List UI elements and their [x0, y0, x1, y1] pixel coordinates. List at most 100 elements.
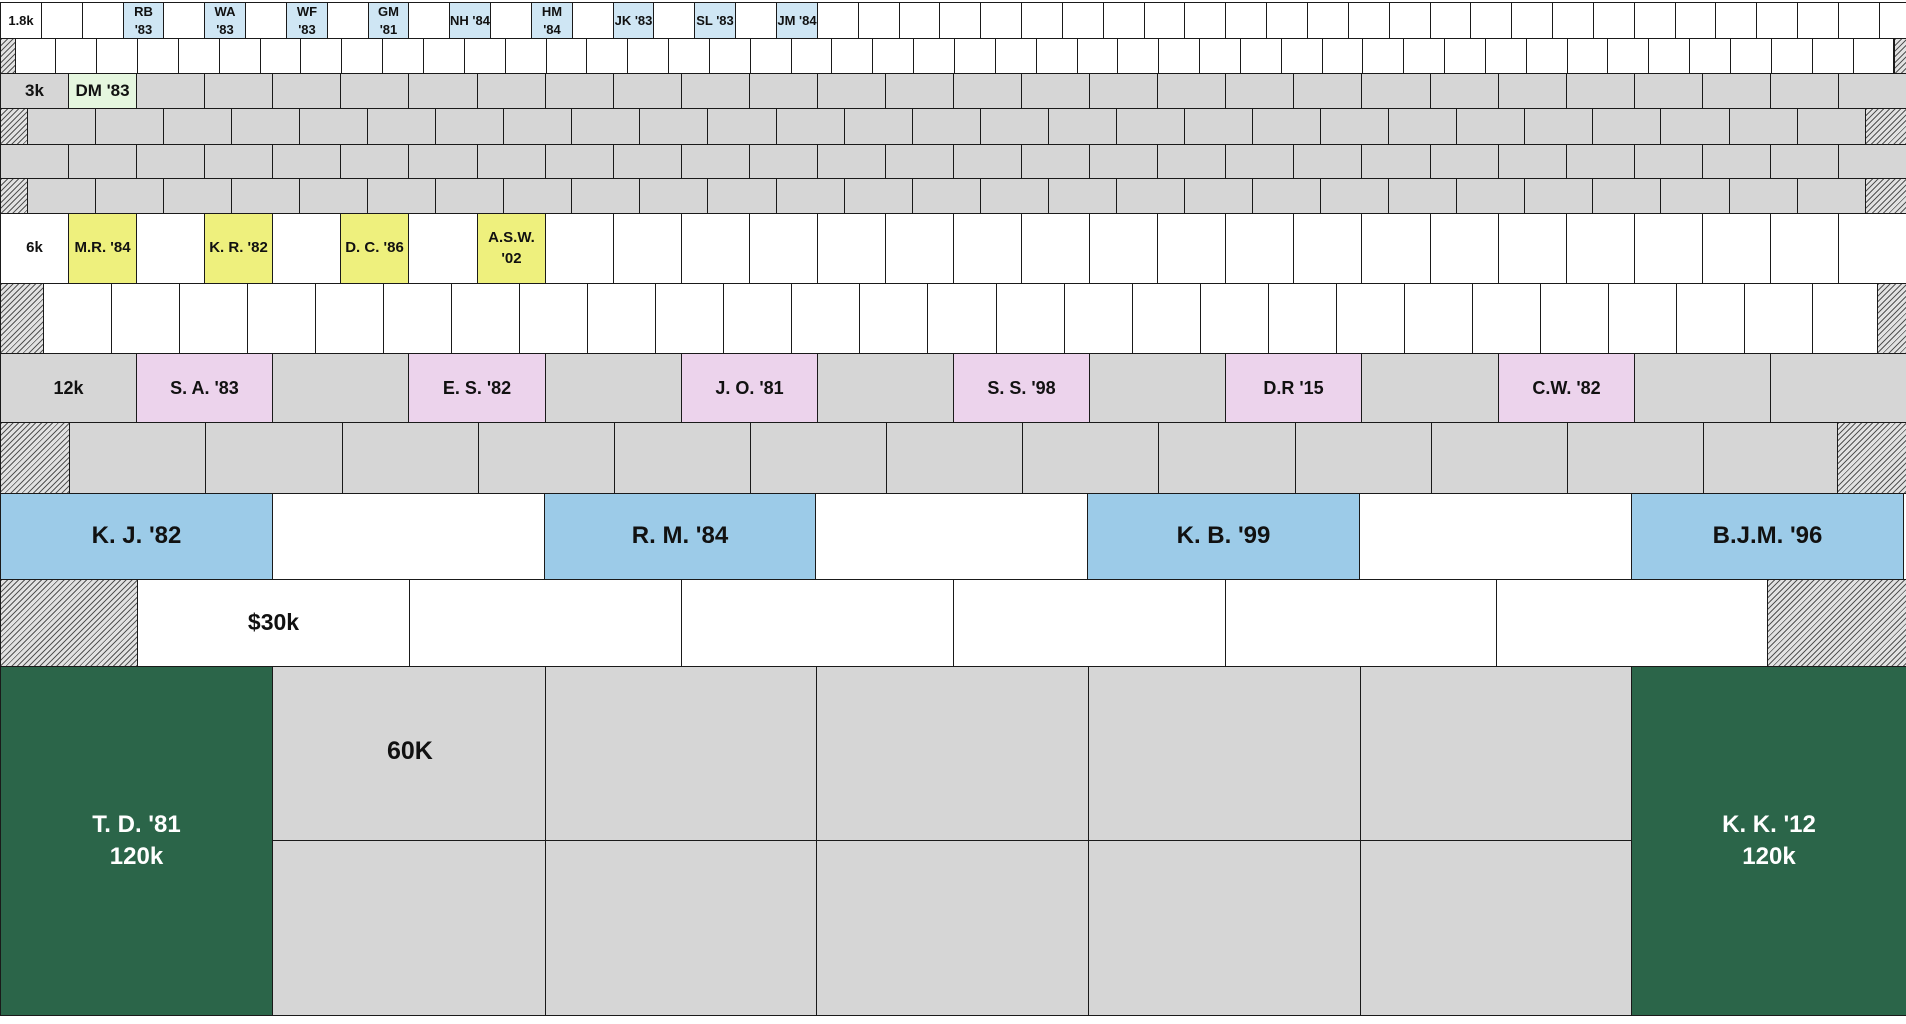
blank-brick — [1158, 38, 1200, 74]
blank-brick — [408, 2, 450, 39]
hatch-brick — [0, 283, 44, 354]
blank-brick — [953, 579, 1226, 667]
blank-brick — [980, 178, 1049, 214]
blank-brick — [1021, 144, 1090, 179]
blank-brick — [1388, 178, 1457, 214]
blank-brick — [327, 2, 369, 39]
blank-brick — [1812, 38, 1854, 74]
blank-brick — [272, 73, 341, 109]
blank-brick — [205, 422, 343, 494]
blank-brick — [776, 108, 845, 145]
blank-brick — [939, 2, 981, 39]
blank-brick — [247, 283, 316, 354]
blank-brick — [111, 283, 180, 354]
blank-brick — [735, 2, 777, 39]
blank-brick — [1240, 38, 1282, 74]
blank-brick — [791, 38, 832, 74]
blank-brick — [1307, 2, 1349, 39]
blank-brick — [776, 178, 845, 214]
blank-brick — [1634, 353, 1771, 423]
blank-brick — [1225, 73, 1294, 109]
blank-brick — [272, 493, 545, 580]
hatch-brick — [1877, 283, 1906, 354]
blank-brick — [1088, 840, 1361, 1016]
blank-brick — [749, 144, 818, 179]
blank-brick — [613, 144, 682, 179]
hatch-brick — [1837, 422, 1906, 494]
blank-brick — [1660, 108, 1730, 145]
blank-brick — [817, 213, 886, 284]
blank-brick — [1158, 422, 1296, 494]
blank-brick — [613, 73, 682, 109]
donor-brick-s-a-83: S. A. '83 — [136, 353, 273, 423]
blank-brick — [681, 144, 750, 179]
donor-brick-jk-83: JK '83 — [613, 2, 654, 39]
blank-brick — [1729, 108, 1798, 145]
blank-brick — [137, 38, 179, 74]
blank-brick — [435, 108, 504, 145]
donor-brick-j-o-81: J. O. '81 — [681, 353, 818, 423]
donor-brick-k-j-82: K. J. '82 — [0, 493, 273, 580]
blank-brick — [1021, 73, 1090, 109]
blank-brick — [477, 73, 546, 109]
blank-brick — [219, 38, 261, 74]
donor-brick-dm-83: DM '83 — [68, 73, 137, 109]
blank-brick — [272, 213, 341, 284]
blank-brick — [1225, 144, 1294, 179]
blank-brick — [545, 73, 614, 109]
blank-brick — [1567, 38, 1608, 74]
blank-brick — [912, 108, 981, 145]
blank-brick — [953, 213, 1022, 284]
blank-brick — [408, 144, 478, 179]
donor-brick-6k: 6k — [0, 213, 69, 284]
blank-brick — [707, 178, 777, 214]
blank-brick — [1361, 73, 1431, 109]
blank-brick — [1485, 38, 1527, 74]
blank-brick — [1608, 283, 1677, 354]
blank-brick — [1021, 2, 1063, 39]
blank-brick — [1322, 38, 1363, 74]
blank-brick — [844, 108, 913, 145]
donor-brick-hm-84: HM '84 — [531, 2, 573, 39]
blank-brick — [1103, 2, 1145, 39]
blank-brick — [614, 422, 751, 494]
blank-brick — [1388, 108, 1457, 145]
blank-brick — [653, 2, 695, 39]
blank-brick — [545, 353, 682, 423]
blank-brick — [587, 283, 656, 354]
blank-brick — [859, 283, 928, 354]
blank-brick — [1430, 73, 1499, 109]
blank-brick — [1540, 283, 1609, 354]
blank-brick — [1064, 283, 1133, 354]
blank-brick — [1361, 213, 1431, 284]
blank-brick — [1199, 38, 1241, 74]
donor-brick-td-81: T. D. '81 120k — [0, 666, 273, 1016]
blank-brick — [627, 38, 669, 74]
blank-brick — [1702, 213, 1771, 284]
blank-brick — [409, 579, 682, 667]
blank-brick — [1853, 38, 1894, 74]
blank-brick — [1566, 213, 1635, 284]
donor-brick-s-s-98: S. S. '98 — [953, 353, 1090, 423]
blank-brick — [817, 144, 886, 179]
donor-brick-d-c-86: D. C. '86 — [340, 213, 409, 284]
blank-brick — [1770, 213, 1839, 284]
hatch-brick — [1894, 38, 1906, 74]
blank-brick — [1703, 422, 1838, 494]
blank-brick — [749, 73, 818, 109]
donor-brick-1-8k: 1.8k — [0, 2, 42, 39]
blank-brick — [136, 213, 205, 284]
blank-brick — [1456, 178, 1525, 214]
blank-brick — [586, 38, 628, 74]
blank-brick — [749, 213, 818, 284]
blank-brick — [1077, 38, 1118, 74]
blank-brick — [503, 178, 572, 214]
blank-brick — [613, 213, 682, 284]
blank-brick — [1797, 178, 1866, 214]
donor-brick-e-s-82: E. S. '82 — [408, 353, 546, 423]
blank-brick — [681, 73, 750, 109]
blank-brick — [1744, 283, 1813, 354]
blank-brick — [27, 108, 96, 145]
blank-brick — [478, 422, 615, 494]
